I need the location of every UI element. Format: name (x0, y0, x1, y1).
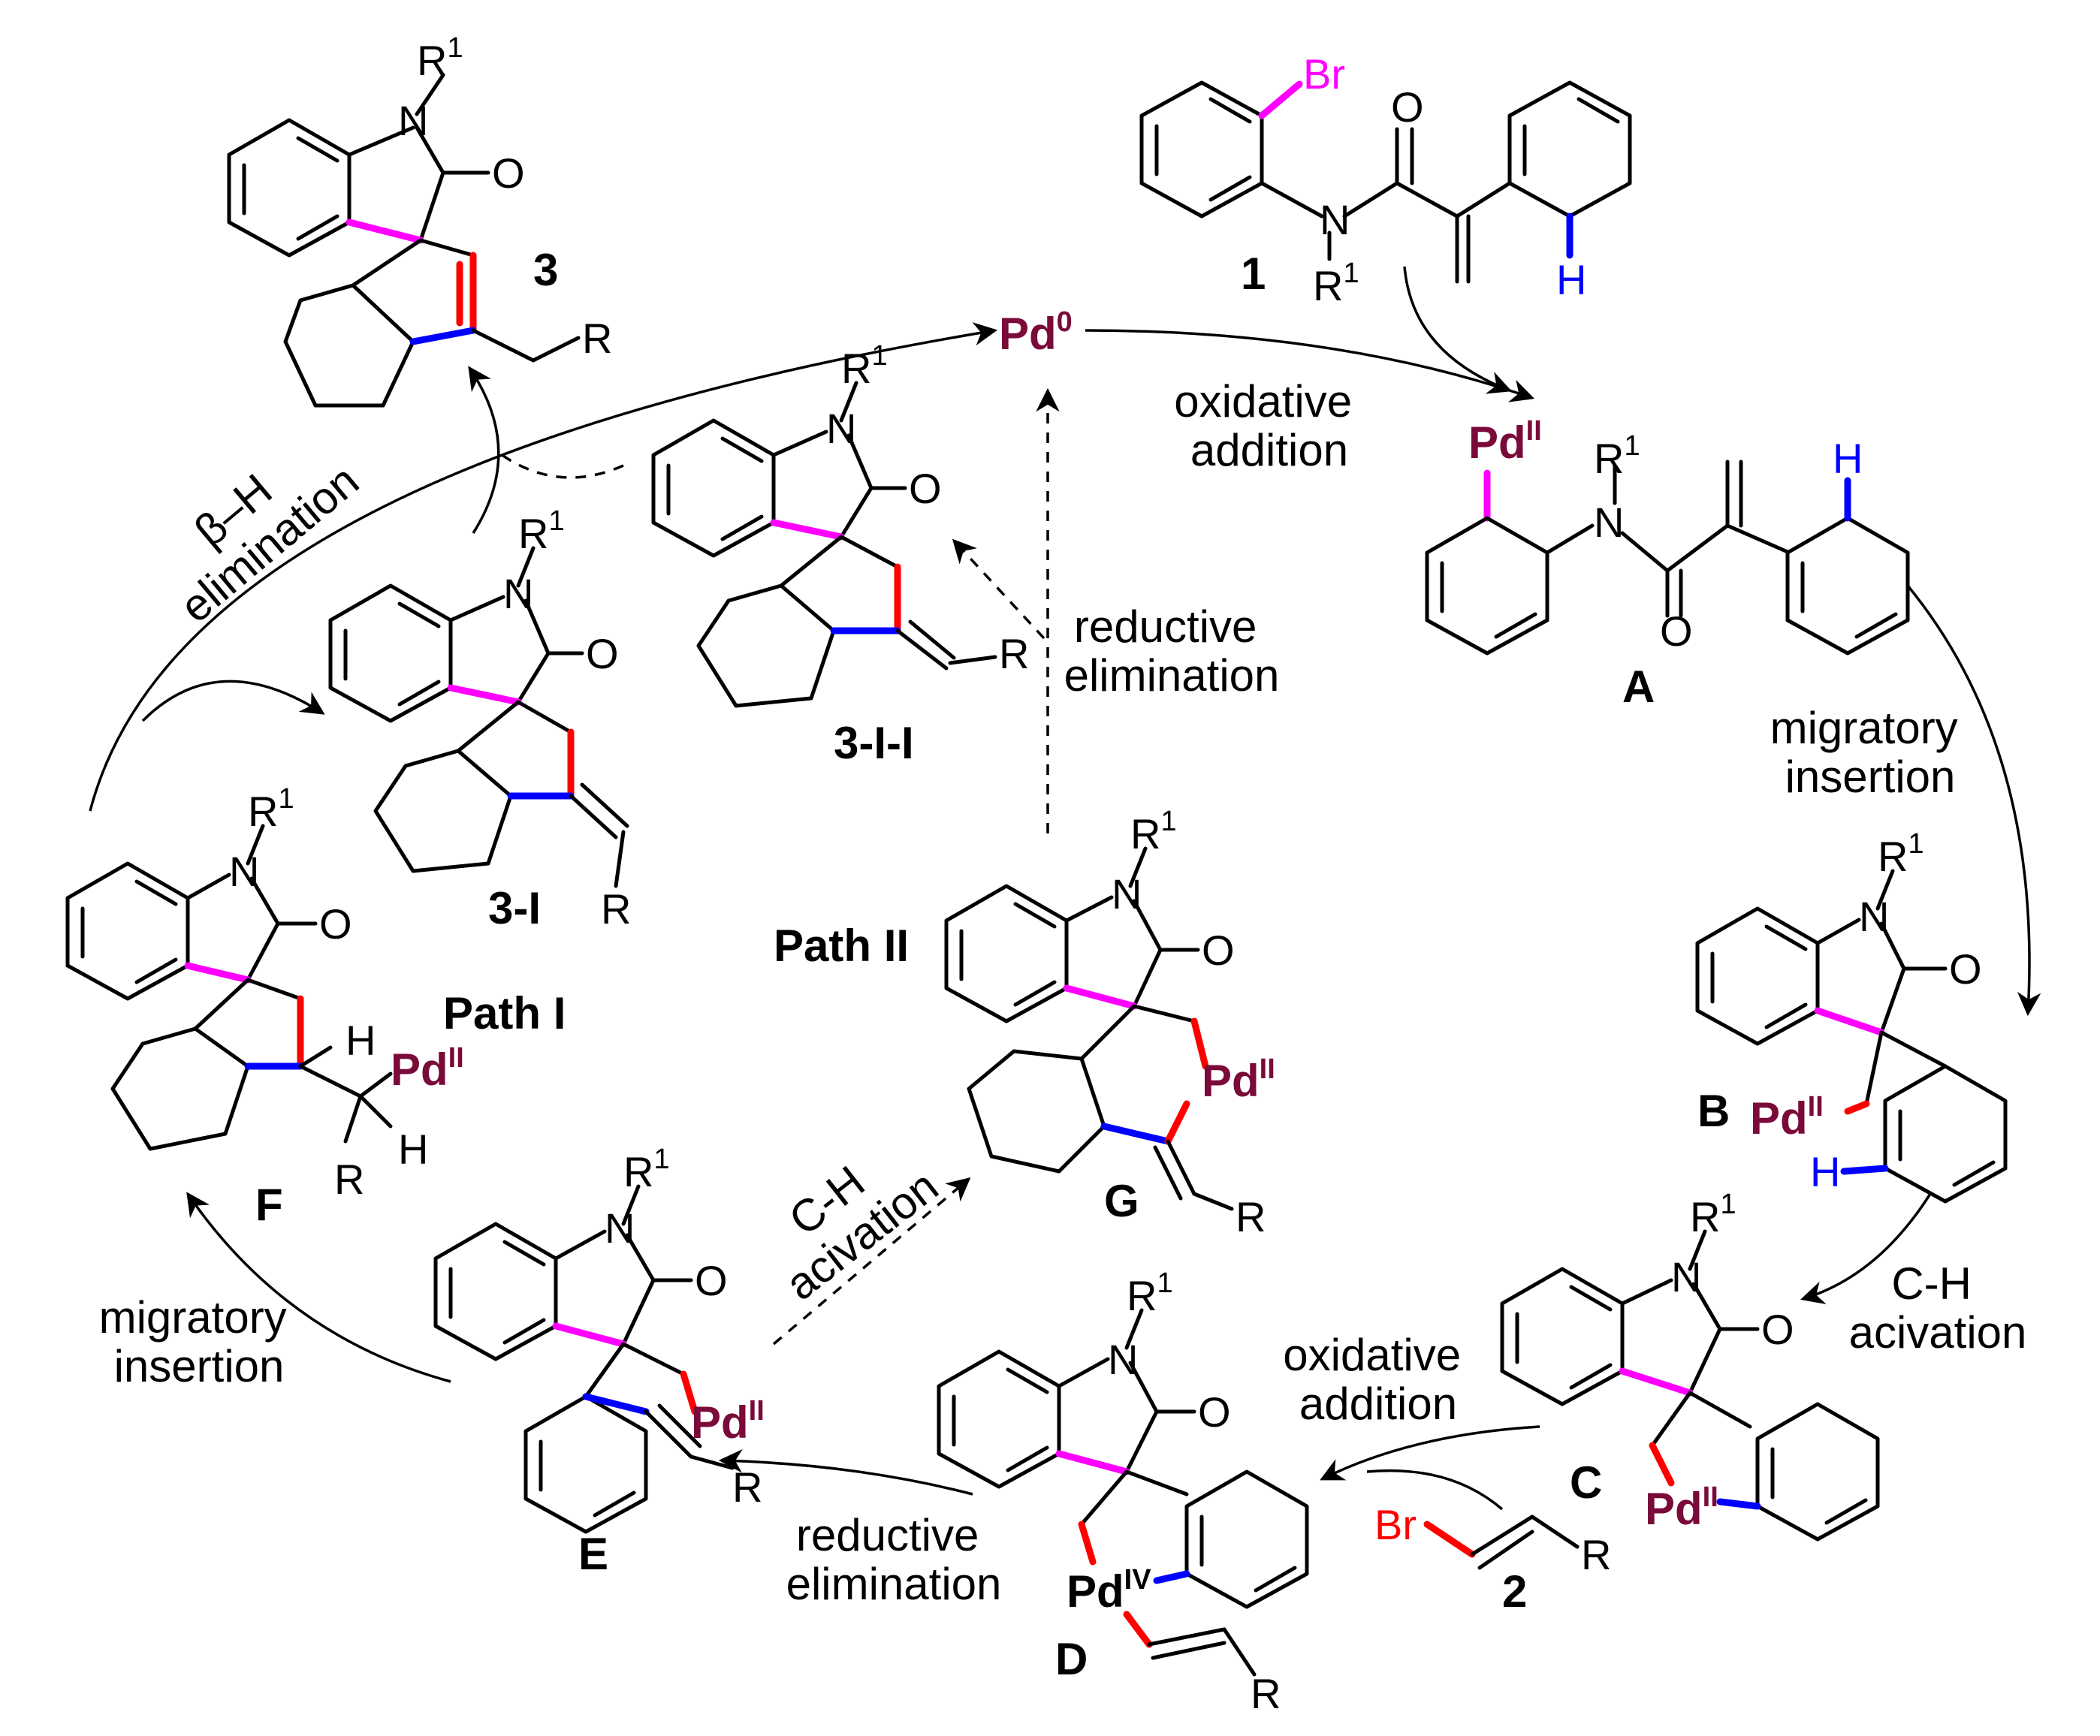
compound-E-structure (433, 1184, 735, 1534)
r1-label-3: R1 (417, 32, 463, 84)
step-beta-h-elimination: β–H elimination (139, 417, 368, 631)
compound-label-F: F (255, 1180, 283, 1230)
cycle-arrows (89, 266, 2041, 1511)
n-label-E: N (605, 1204, 635, 1252)
h-label: H (1556, 256, 1586, 303)
pd-ii-label-E: PdII (691, 1395, 765, 1448)
n-label-F: N (229, 848, 259, 895)
h-label-B: H (1810, 1148, 1840, 1195)
pd-ii-label-C: PdII (1645, 1481, 1718, 1534)
o-label-C: O (1761, 1306, 1794, 1353)
pd-ii-label-G: PdII (1202, 1053, 1275, 1106)
n-label-G: N (1112, 870, 1142, 918)
n-label: N (1320, 196, 1350, 243)
compound-label-B: B (1697, 1086, 1730, 1136)
step-migratory-insertion-left: migratory insertion (99, 1292, 300, 1391)
pd0-label: Pd0 (999, 306, 1073, 359)
r-label-E: R (732, 1463, 762, 1511)
compound-3II-structure (651, 381, 997, 708)
n-label-C: N (1671, 1253, 1701, 1300)
r1-label: R1 (1313, 258, 1359, 309)
compound-label-A: A (1622, 662, 1655, 712)
n-label-D: N (1108, 1336, 1138, 1383)
step-reductive-elimination-middle: reductive elimination (1064, 601, 1280, 701)
r1-label-3II: R1 (841, 340, 888, 392)
o-label: O (1391, 83, 1424, 131)
compound-label-D: D (1055, 1634, 1088, 1684)
r1-label-G: R1 (1130, 806, 1177, 857)
o-label-D: O (1198, 1388, 1231, 1436)
pd-iv-label-D: PdIV (1067, 1564, 1151, 1617)
r1-label-D: R1 (1127, 1267, 1173, 1319)
r1-label-B: R1 (1878, 828, 1924, 880)
compound-label-E: E (578, 1529, 608, 1579)
compound-A-structure (1425, 460, 1910, 656)
n-label-3II: N (826, 405, 856, 452)
o-label-G: O (1202, 927, 1235, 974)
o-label-A: O (1660, 607, 1693, 655)
compound-B-structure (1695, 869, 2008, 1204)
compound-3I-structure (328, 546, 629, 888)
r-label-D: R (1251, 1670, 1281, 1717)
step-reductive-elimination-bottom: reductive elimination (786, 1510, 1002, 1609)
compound-label-3I: 3-I (488, 883, 541, 933)
compound-1-structure (1139, 80, 1632, 284)
compound-label-1: 1 (1241, 249, 1266, 299)
n-label-3: N (398, 97, 428, 144)
r-label-F: R (334, 1156, 364, 1203)
step-ch-activation-right: C-H acivation (1849, 1258, 2027, 1358)
n-label-3I: N (503, 570, 533, 617)
compound-D-structure (937, 1308, 1309, 1677)
r1-label-C: R1 (1690, 1189, 1736, 1240)
compound-label-3: 3 (533, 245, 558, 295)
step-ch-activation-middle: C-H acivation (746, 1123, 947, 1310)
path-II-label: Path II (774, 921, 909, 971)
compound-C-structure (1500, 1229, 1880, 1542)
h-label-F-top: H (345, 1017, 376, 1064)
o-label-3II: O (909, 465, 942, 512)
r-label-3I: R (601, 885, 631, 933)
br-label-2: Br (1374, 1501, 1417, 1548)
o-label-3I: O (586, 630, 619, 677)
r1-label-3I: R1 (518, 505, 565, 557)
compound-F-structure (65, 824, 393, 1151)
o-label-F: O (319, 900, 352, 948)
o-label-B: O (1949, 945, 1982, 993)
o-label-3: O (492, 149, 525, 197)
h-label-A: H (1833, 435, 1863, 482)
r1-label-A: R1 (1594, 430, 1640, 482)
r-label-G: R (1236, 1193, 1266, 1240)
step-oxidative-addition-top: oxidative addition (1174, 376, 1364, 475)
compound-label-G: G (1104, 1176, 1139, 1226)
compound-label-2: 2 (1502, 1566, 1527, 1617)
pd-ii-label-F: PdII (391, 1042, 464, 1095)
compound-2-structure (1423, 1514, 1580, 1570)
br-label: Br (1303, 50, 1345, 98)
path-I-label: Path I (443, 988, 566, 1038)
compound-label-3II: 3-I-I (834, 718, 914, 768)
pd-ii-label-B: PdII (1750, 1091, 1824, 1144)
step-migratory-insertion-right: migratory insertion (1770, 703, 1971, 802)
o-label-E: O (695, 1257, 728, 1304)
n-label-A: N (1594, 499, 1624, 546)
pd-ii-label-A: PdII (1468, 415, 1542, 468)
compound-G-structure (944, 846, 1234, 1211)
r-label-3: R (582, 315, 612, 362)
r-label-2: R (1581, 1531, 1611, 1578)
compound-3-structure (227, 73, 581, 408)
r1-label-E: R1 (623, 1144, 670, 1195)
h-label-F-bottom: H (398, 1126, 428, 1173)
r-label-3II: R (999, 630, 1029, 677)
r1-label-F: R1 (248, 783, 294, 835)
step-oxidative-addition-bottom: oxidative addition (1283, 1330, 1473, 1429)
compound-label-C: C (1570, 1457, 1602, 1508)
n-label-B: N (1859, 893, 1889, 940)
